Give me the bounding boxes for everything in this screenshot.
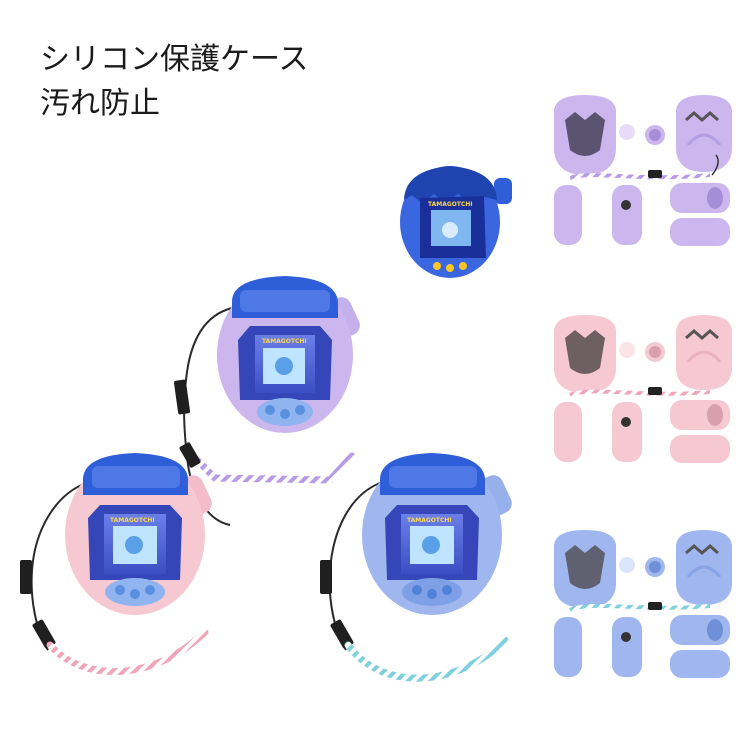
case-purple-logo: TAMAGOTCHI (262, 338, 307, 345)
headline-line-2: 汚れ防止 (40, 86, 160, 121)
strap-pink (46, 628, 209, 675)
case-pink-logo: TAMAGOTCHI (110, 517, 155, 524)
strap-purple (181, 444, 356, 484)
device-side-button (494, 178, 512, 204)
headline-line-1: シリコン保護ケース (40, 42, 309, 77)
headline: シリコン保護ケース 汚れ防止 (40, 38, 309, 126)
device-pink-case: TAMAGOTCHI (20, 453, 212, 675)
parts-blue (554, 530, 732, 678)
parts-pink (554, 315, 732, 463)
rainbow-emboss-icon (686, 133, 722, 146)
device-uncased: TAMAGOTCHI (400, 166, 512, 278)
parts-purple (554, 95, 732, 246)
case-blue-logo: TAMAGOTCHI (407, 517, 452, 524)
device-logo: TAMAGOTCHI (428, 201, 473, 208)
strap-blue (344, 636, 509, 682)
device-purple-case: TAMAGOTCHI (173, 276, 360, 526)
device-blue-case: TAMAGOTCHI (320, 453, 512, 682)
